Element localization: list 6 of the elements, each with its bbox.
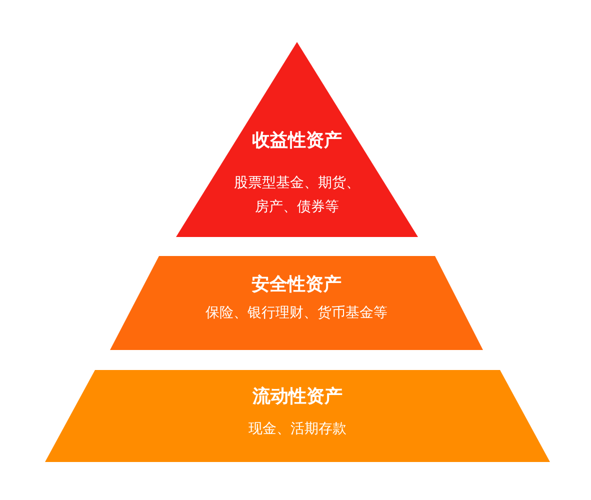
tier-description: 保险、银行理财、货币基金等 — [206, 304, 388, 323]
tier-heading: 收益性资产 — [252, 129, 342, 152]
tier-heading: 流动性资产 — [252, 385, 342, 408]
tier-heading: 安全性资产 — [252, 273, 342, 296]
tier-description: 股票型基金、期货、房产、债券等 — [233, 174, 361, 217]
tier-description: 现金、活期存款 — [248, 420, 346, 439]
